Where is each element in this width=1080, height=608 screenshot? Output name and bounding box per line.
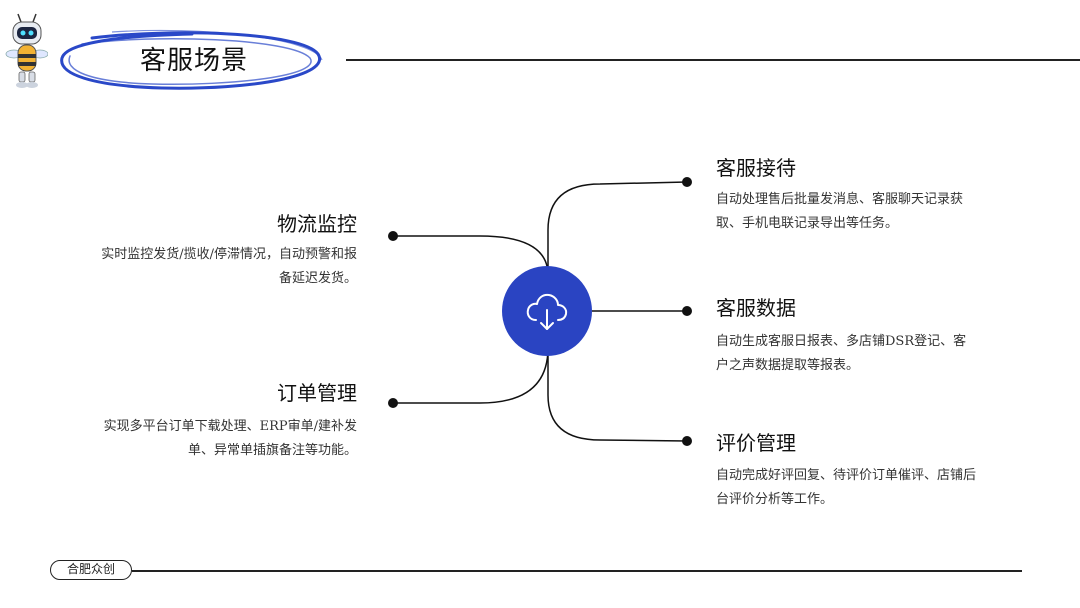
cloud-download-icon: [526, 293, 568, 330]
node-desc-logistics: 实时监控发货/揽收/停滞情况，自动预警和报备延迟发货。: [101, 247, 357, 286]
dot-data: [682, 306, 692, 316]
connector-order: [393, 347, 549, 404]
node-desc-reception: 自动处理售后批量发消息、客服聊天记录获取、手机电联记录导出等任务。: [716, 192, 964, 231]
connector-review: [547, 348, 688, 442]
header-divider: [346, 59, 1080, 61]
hub-circle: [502, 266, 592, 356]
connector-reception: [547, 181, 688, 275]
node-desc-order: 实现多平台订单下载处理、ERP审单/建补发单、异常单插旗备注等功能。: [103, 419, 357, 458]
node-title-order: 订单管理: [277, 381, 357, 405]
node-title-data: 客服数据: [716, 296, 796, 320]
node-desc-data: 自动生成客服日报表、多店铺DSR登记、客户之声数据提取等报表。: [716, 334, 967, 373]
page-title: 客服场景: [140, 46, 249, 76]
connector-logistics: [393, 235, 549, 276]
node-desc-review: 自动完成好评回复、待评价订单催评、店铺后台评价分析等工作。: [716, 468, 977, 507]
dot-review: [682, 436, 692, 446]
footer-brand-badge: 合肥众创: [50, 560, 132, 580]
robot-mascot-icon: [4, 12, 49, 92]
node-title-reception: 客服接待: [716, 156, 796, 180]
dot-reception: [682, 177, 692, 187]
title-brush-ellipse: [60, 29, 323, 90]
node-title-review: 评价管理: [716, 431, 796, 455]
dot-order: [388, 398, 398, 408]
footer-divider: [132, 570, 1022, 572]
dot-logistics: [388, 231, 398, 241]
node-title-logistics: 物流监控: [277, 212, 357, 236]
